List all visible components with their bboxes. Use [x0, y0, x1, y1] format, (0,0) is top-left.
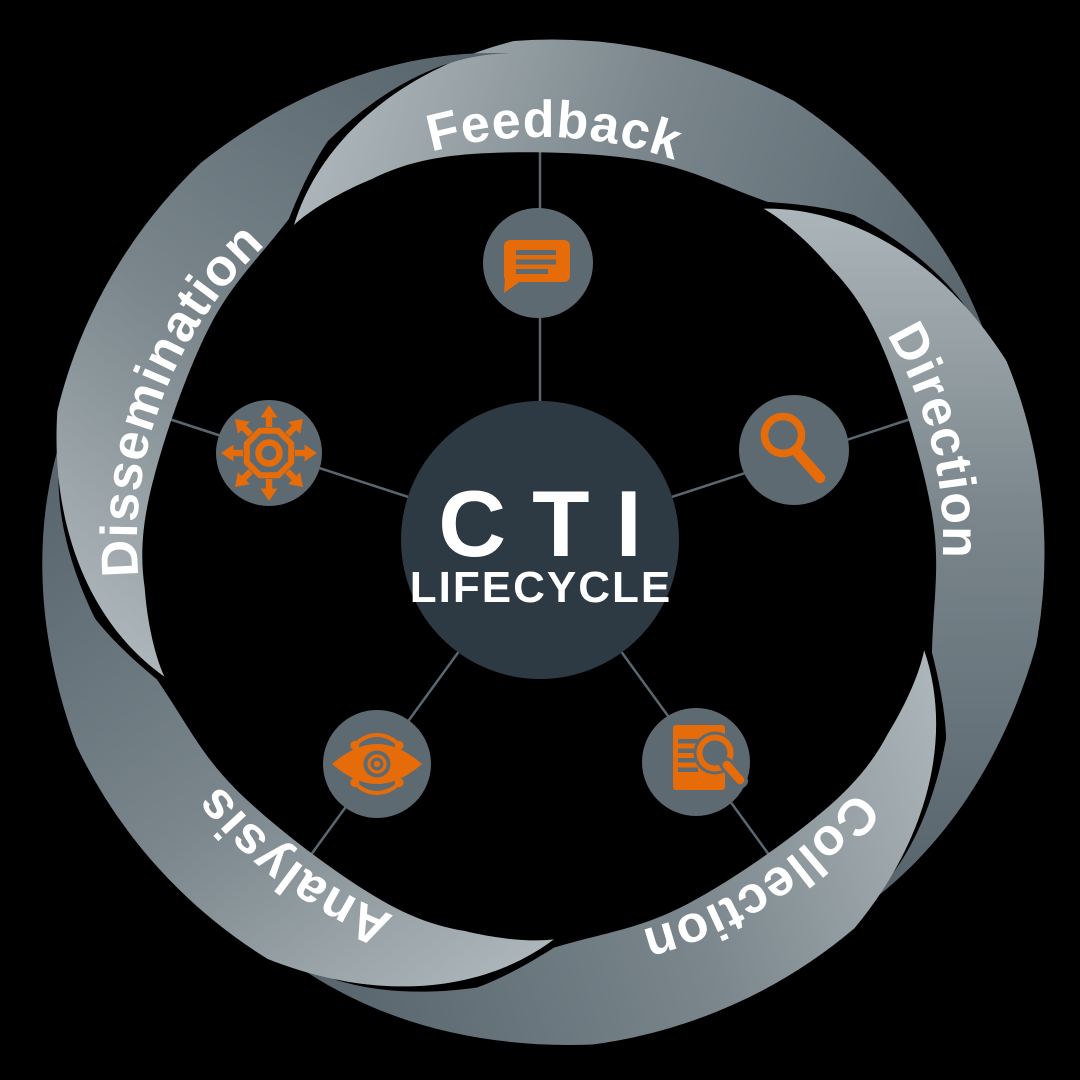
center-subtitle: LIFECYCLE	[410, 563, 672, 612]
broadcast-arrows-icon	[221, 405, 317, 501]
center-title: CTI	[438, 471, 667, 576]
center-circle	[401, 401, 679, 679]
eye-observe-icon	[332, 733, 422, 795]
stage-node-collection	[642, 708, 750, 816]
search-icon	[760, 412, 826, 484]
center-hub: CTI LIFECYCLE	[401, 401, 679, 679]
stage-node-direction	[739, 395, 849, 505]
chat-bubble-icon	[504, 240, 570, 293]
stage-nodes	[216, 208, 849, 818]
stage-node-dissemination	[216, 400, 322, 506]
stage-node-feedback	[483, 208, 593, 318]
document-search-icon	[673, 725, 748, 790]
stage-node-analysis	[323, 710, 431, 818]
